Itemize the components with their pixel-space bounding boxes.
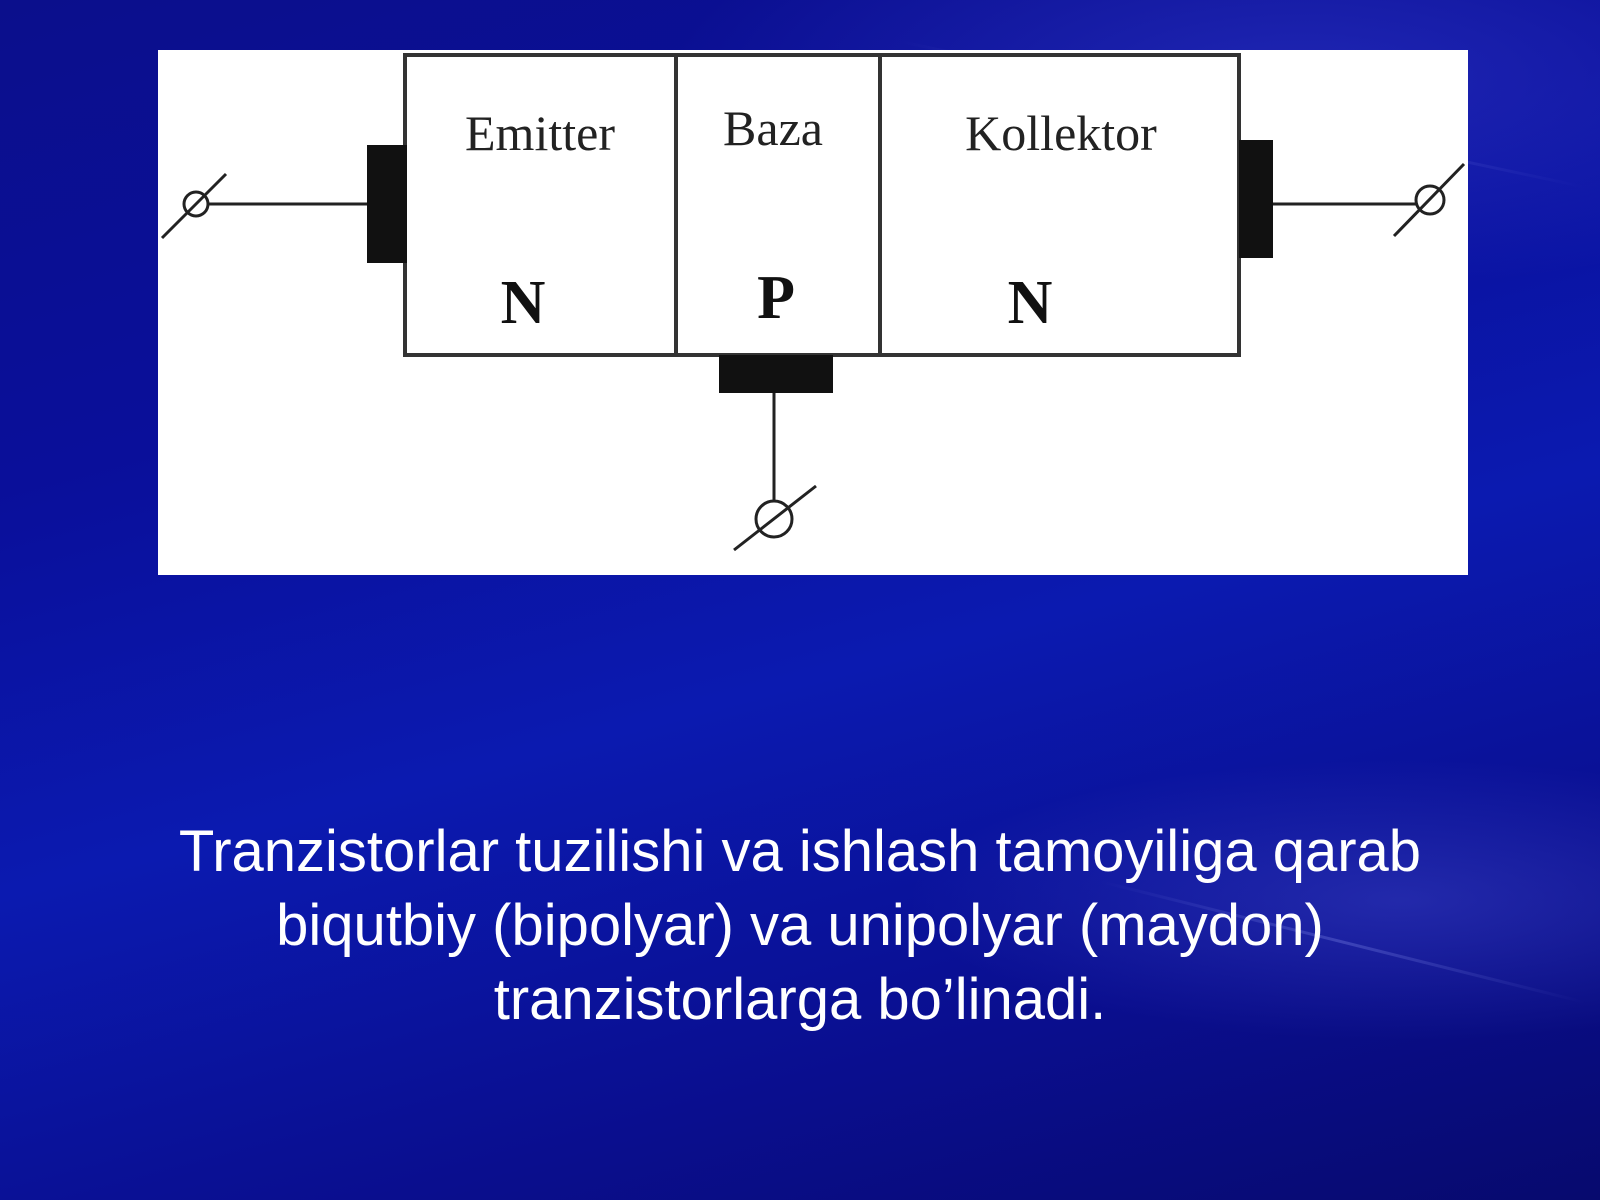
diagram-canvas: Emitter Baza Kollektor N P N bbox=[160, 53, 1466, 552]
emitter-type-label: N bbox=[501, 269, 546, 337]
emitter-label: Emitter bbox=[465, 105, 615, 161]
collector-type-label: N bbox=[1008, 269, 1053, 337]
caption-line: Tranzistorlar tuzilishi va ishlash tamoy… bbox=[178, 819, 1422, 884]
emitter-contact bbox=[367, 145, 407, 263]
transistor-body bbox=[403, 53, 1241, 357]
caption-line: biqutbiy (bipolyar) va unipolyar (maydon… bbox=[276, 893, 1324, 958]
base-type-label: P bbox=[757, 264, 795, 332]
collector-terminal-icon bbox=[1392, 162, 1466, 238]
emitter-terminal-icon bbox=[160, 172, 228, 240]
caption-line: tranzistorlarga bo’linadi. bbox=[493, 967, 1107, 1032]
slide-caption: Tranzistorlar tuzilishi va ishlash tamoy… bbox=[100, 815, 1500, 1037]
base-contact bbox=[719, 355, 833, 393]
collector-label: Kollektor bbox=[965, 105, 1157, 161]
transistor-structure-diagram: Emitter Baza Kollektor N P N bbox=[158, 50, 1468, 575]
base-terminal-icon bbox=[733, 484, 817, 552]
base-label: Baza bbox=[723, 100, 823, 156]
collector-contact bbox=[1239, 140, 1273, 258]
